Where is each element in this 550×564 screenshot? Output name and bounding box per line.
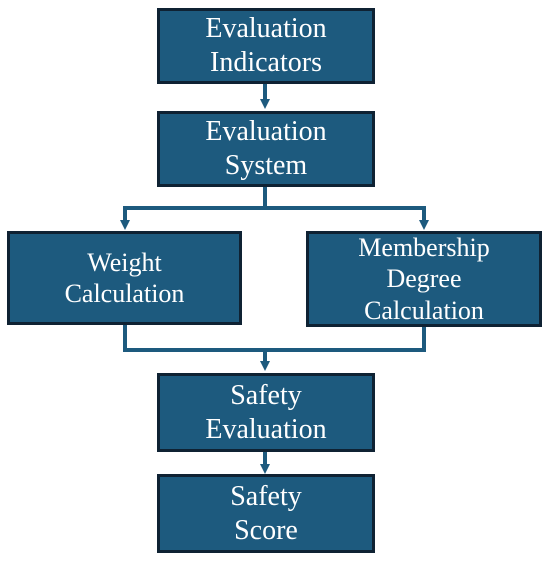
evaluation-system-box: Evaluation System [157,111,375,187]
weight-calculation-line-2: Calculation [64,279,185,308]
weight-calculation-box: Weight Calculation [7,231,242,325]
membership-degree-calculation-line-3: Calculation [364,295,484,325]
evaluation-system-line-2: System [224,150,308,181]
safety-evaluation-box: Safety Evaluation [157,373,375,452]
safety-score-box: Safety Score [157,474,375,553]
safety-evaluation-line-1: Safety [230,379,302,411]
membership-degree-calculation-line-2: Degree [386,264,462,294]
safety-score-line-1: Safety [230,480,302,512]
membership-degree-calculation-box: Membership Degree Calculation [306,231,542,327]
membership-degree-calculation-line-1: Membership [358,233,490,263]
evaluation-indicators-line-2: Indicators [210,47,322,78]
safety-score-line-2: Score [234,514,298,546]
evaluation-indicators-line-1: Evaluation [205,13,327,45]
weight-calculation-line-1: Weight [87,247,162,277]
safety-evaluation-line-2: Evaluation [205,413,327,445]
evaluation-system-line-1: Evaluation [205,116,327,148]
evaluation-indicators-box: Evaluation Indicators [157,8,375,84]
